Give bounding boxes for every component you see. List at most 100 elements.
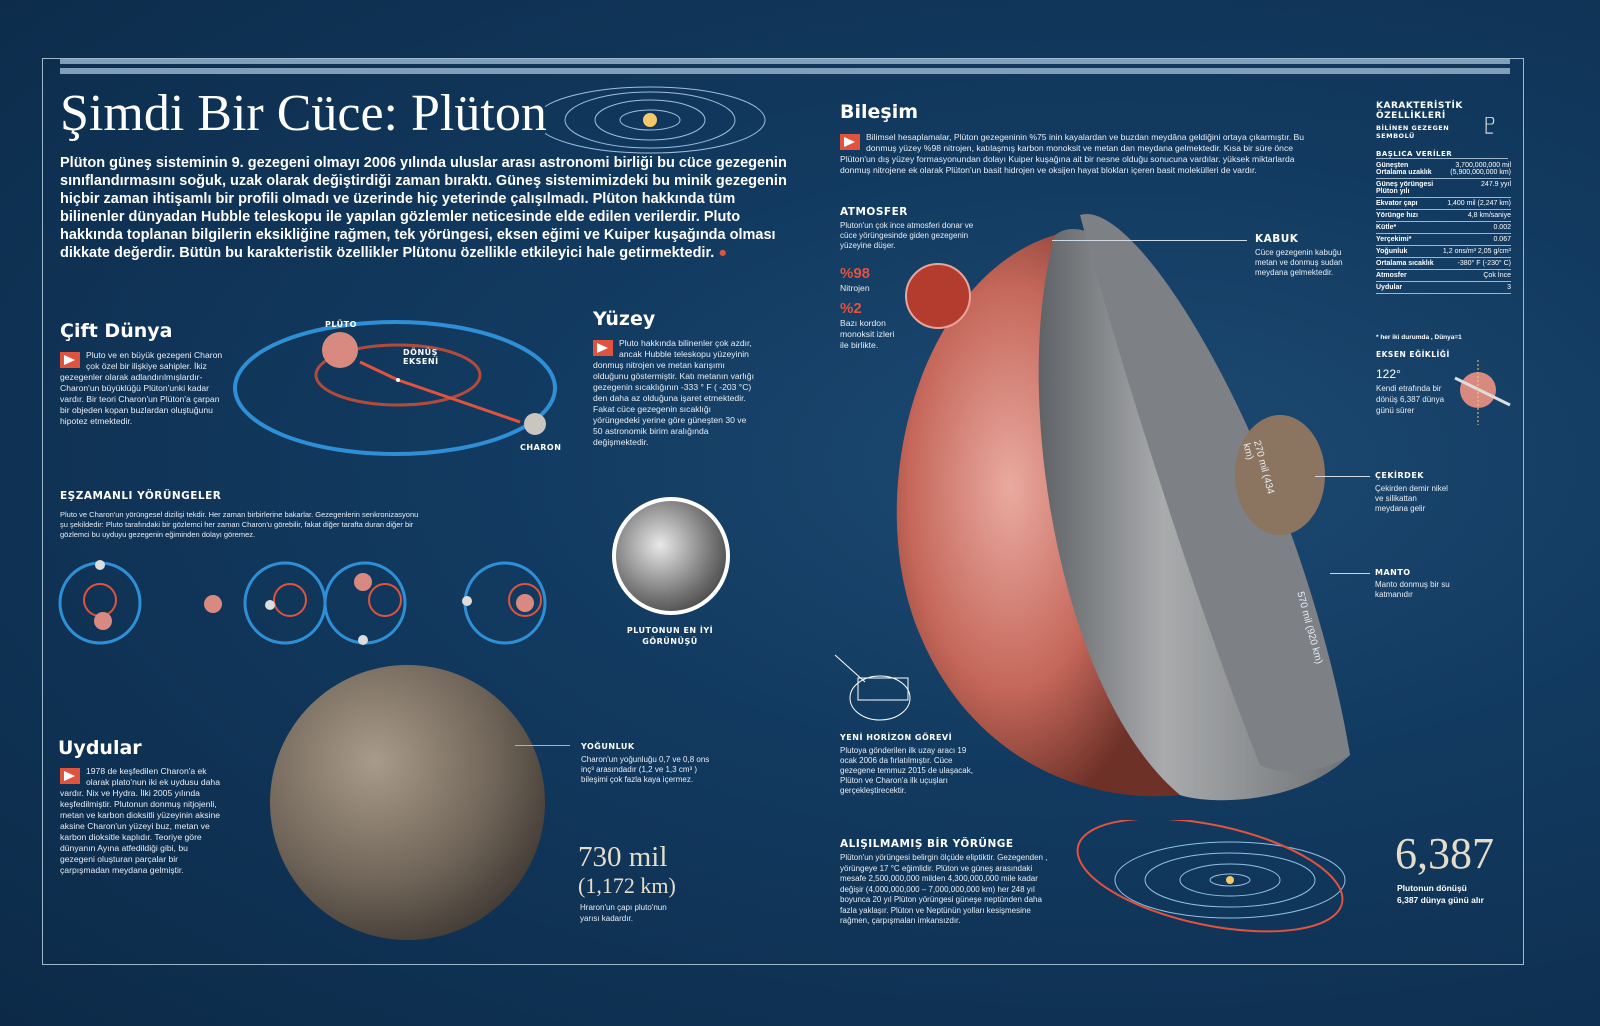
crust-text: Cüce gezegenin kabuğu metan ve donmuş su… [1255,248,1343,277]
rotation-caption: Plutonun dönüşü 6,387 dünya günü alır [1397,882,1484,906]
best-view-caption: PLUTONUN EN İYİ GÖRÜNÜŞÜ [626,626,714,646]
row-label: Kütle* [1376,221,1435,234]
diameter-km: (1,172 km) [578,873,676,898]
atmosphere-text: Pluton'un çok ince atmosferi donar ve cü… [840,221,974,250]
atmosphere-pie-chart [905,263,971,329]
mantle-heading: MANTO [1375,568,1411,577]
arrow-icon [593,340,613,356]
synchronous-orbits-diagram [58,560,547,645]
charon-image [270,665,545,940]
row-value: 247.9 yyıl [1434,178,1511,198]
arrow-icon [60,352,80,368]
pluto-cutaway-illustration [896,213,1350,801]
nitrogen-percent: %98 [840,265,871,282]
row-value: 1,2 ons/m³ 2,05 g/cm³ [1434,245,1511,258]
rotation-value: 6,387 [1395,829,1494,878]
row-label: Ekvator çapı [1376,197,1435,210]
arrow-icon [840,134,860,150]
pluto-label: PLÜTO [325,320,357,329]
composition-heading: Bileşim [840,101,919,123]
core-heading: ÇEKİRDEK [1375,471,1424,480]
co-percent: %2 [840,300,862,317]
row-label: Güneşten Ortalama uzaklık [1376,160,1435,179]
rotation-label: Plutonun dönüşü [1397,883,1467,893]
pluto-symbol: ♇ [1478,106,1502,142]
crust-heading: KABUK [1255,233,1299,245]
diameter-text: Hraron'un çapı pluto'nun yarısı kadardır… [580,903,667,923]
symbol-label: BİLİNEN GEZEGEN SEMBOLÜ [1376,124,1450,140]
row-label: Yerçekimi* [1376,233,1435,246]
charon-label: CHARON [520,443,562,452]
row-label: Güneş yörüngesi Plüton yılı [1376,178,1435,198]
core-text: Çekirden demir nikel ve silikattan meyda… [1375,484,1448,513]
characteristics-row: Ortalama sıcaklık-380° F (-230° C) [1376,257,1511,270]
top-stripe [60,68,1510,74]
diameter-miles: 730 mil [578,841,668,873]
solar-system-icon [545,86,766,154]
unusual-orbit-heading: ALIŞILMAMIŞ BİR YÖRÜNGE [840,838,1014,850]
double-world-text: Pluto ve en büyük gezegeni Charon çok öz… [60,350,223,426]
solar-system-orbit-diagram [1076,820,1346,933]
row-label: Yörünge hızı [1376,209,1435,222]
nitrogen-label: Nitrojen [840,283,870,293]
synchronous-orbits-text: Pluto ve Charon'un yörüngesel dizilişi t… [60,510,419,539]
row-value: 0.002 [1434,221,1511,234]
rotation-axis-label: DÖNÜŞ EKSENİ [403,348,439,366]
poster-frame [42,58,1524,965]
row-label: Atmosfer [1376,269,1435,282]
row-label: Ortalama sıcaklık [1376,257,1435,270]
co-label: Bazı kordon monoksit izleri ile birlikte… [840,318,895,350]
row-value: 0.067 [1434,233,1511,246]
row-value: 4,8 km/saniye [1434,209,1511,222]
characteristics-row: Yerçekimi*0.067 [1376,233,1511,246]
mantle-text: Manto donmuş bir su katmanıdır [1375,580,1450,599]
atmosphere-heading: ATMOSFER [840,206,908,218]
new-horizons-spacecraft-icon [834,654,911,721]
axial-tilt-text: Kendi etrafında bir dönüş 6,387 dünya gü… [1376,384,1445,415]
leader-line [1052,240,1247,241]
new-horizons-heading: YENİ HORİZON GÖREVİ [840,733,953,742]
row-value: 1,400 mil (2,247 km) [1434,197,1511,210]
density-heading: YOĞUNLUK [581,742,635,751]
density-text: Charon'un yoğunluğu 0,7 ve 0,8 ons inç³ … [581,755,710,784]
axial-tilt-value: 122° [1376,367,1401,381]
double-world-heading: Çift Dünya [60,320,173,342]
characteristics-heading: KARAKTERİSTİK ÖZELLİKLERİ [1376,101,1463,121]
axial-tilt-illustration [1454,360,1511,425]
row-value: Çok İnce [1434,269,1511,282]
rotation-text: 6,387 dünya günü alır [1397,895,1484,905]
table-note: * her iki durumda , Dünya=1 [1376,334,1462,341]
row-value: -380° F (-230° C) [1434,257,1511,270]
pluto-charon-orbit-diagram [233,320,557,456]
synchronous-orbits-heading: EŞZAMANLI YÖRÜNGELER [60,490,222,502]
main-data-heading: BAŞLICA VERİLER [1376,150,1508,159]
surface-text: Pluto hakkında bilinenler çok azdır, anc… [593,338,754,447]
surface-heading: Yüzey [593,308,656,330]
characteristics-row: Kütle*0.002 [1376,221,1511,234]
arrow-icon [60,768,80,784]
leader-line [515,745,570,746]
axial-tilt-heading: EKSEN EĞİKLİĞİ [1376,350,1450,359]
pluto-best-view-image [612,497,730,615]
row-value: 3,700,000,000 mil (5,900,000,000 km) [1434,160,1511,179]
leader-line [1315,476,1370,477]
intro-text: Plüton güneş sisteminin 9. gezegeni olma… [60,155,787,261]
top-stripe [60,58,1510,64]
unusual-orbit-text: Plüton'un yörüngesi belirgin ölçüde elip… [840,853,1048,925]
row-label: Uydular [1376,281,1435,294]
composition-text: Bilimsel hesaplamalar, Plüton gezegenini… [840,132,1305,175]
moons-heading: Uydular [58,737,142,759]
row-label: Yoğunluk [1376,245,1435,258]
row-value: 3 [1434,281,1511,294]
moons-text: 1978 de keşfedilen Charon'a ek olarak pl… [60,766,221,875]
page-title: Şimdi Bir Cüce: Plüton [60,85,547,142]
